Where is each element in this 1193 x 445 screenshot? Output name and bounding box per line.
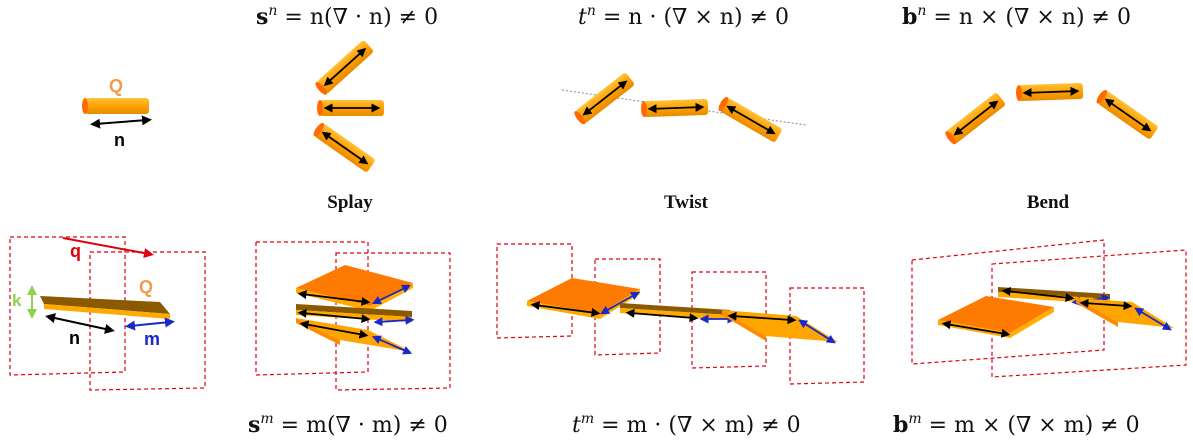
reference-n-arrow-bottom — [45, 313, 115, 334]
rod-label-n: n — [114, 130, 125, 150]
splay-rod-top — [315, 40, 373, 95]
rod-label-Q: Q — [109, 76, 123, 96]
caption-splay: Splay — [327, 192, 373, 213]
twist-rod-right — [718, 96, 782, 142]
twist-plates-group — [496, 243, 865, 385]
label-k: k — [12, 291, 22, 310]
splay-plates-group — [255, 241, 451, 391]
equation-twist-n: tn = n · (∇ × n) ≠ 0 — [578, 3, 789, 30]
equation-splay-n: sn = n(∇ · n) ≠ 0 — [256, 3, 439, 30]
bend-plates-group — [911, 239, 1187, 378]
equation-splay-m: sm = m(∇ · m) ≠ 0 — [248, 411, 448, 438]
m-arrow — [125, 317, 175, 331]
equation-twist-m: tm = m · (∇ × m) ≠ 0 — [572, 411, 801, 438]
reference-frame-front — [89, 251, 206, 391]
twist-rod-left — [574, 73, 634, 125]
reference-plate-group — [9, 236, 206, 391]
reference-n-arrow — [90, 115, 152, 129]
reference-rod — [82, 98, 149, 114]
twist-rod-middle — [641, 98, 709, 118]
caption-twist: Twist — [664, 192, 708, 213]
equation-bend-n: bn = n × (∇ × n) ≠ 0 — [902, 3, 1131, 30]
caption-bend: Bend — [1026, 192, 1070, 213]
label-Q-plate: Q — [139, 277, 153, 297]
reference-plate-side — [44, 304, 170, 319]
equation-bend-m: bm = m × (∇ × m) ≠ 0 — [893, 411, 1140, 438]
splay-rod-middle — [317, 100, 384, 116]
label-n-plate: n — [69, 328, 80, 348]
bend-rod-middle — [1016, 82, 1084, 102]
reference-plate-top — [40, 296, 170, 314]
bend-rod-right — [1096, 89, 1158, 139]
label-m-plate: m — [144, 329, 160, 349]
q-arrow — [62, 237, 154, 259]
bend-rod-left — [945, 93, 1005, 145]
splay-rod-bottom — [313, 122, 375, 172]
label-q: q — [70, 241, 81, 261]
